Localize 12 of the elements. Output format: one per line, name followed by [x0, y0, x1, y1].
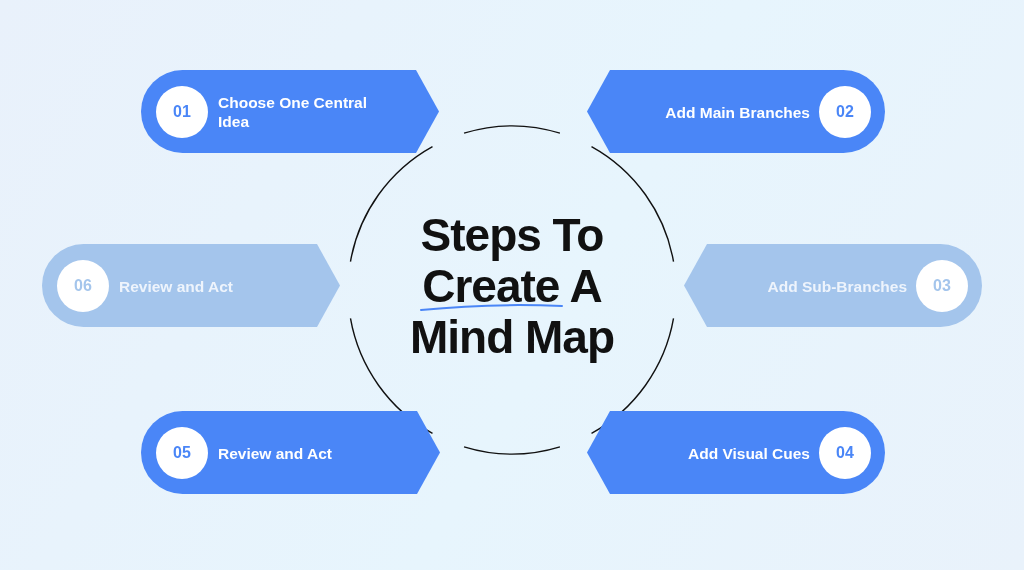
step-label: Add Sub-Branches: [766, 276, 907, 295]
step-number: 01: [156, 85, 208, 138]
step-label: Review and Act: [119, 276, 234, 295]
step-number: 03: [916, 259, 968, 312]
step-number: 06: [57, 259, 109, 312]
step-number: 05: [156, 426, 208, 479]
step-number: 04: [819, 426, 871, 479]
step-label: Choose One Central Idea: [218, 92, 368, 131]
step-label: Add Main Branches: [664, 102, 810, 121]
step-label: Review and Act: [218, 443, 333, 462]
step-number: 02: [819, 85, 871, 138]
step-label: Add Visual Cues: [686, 443, 810, 462]
